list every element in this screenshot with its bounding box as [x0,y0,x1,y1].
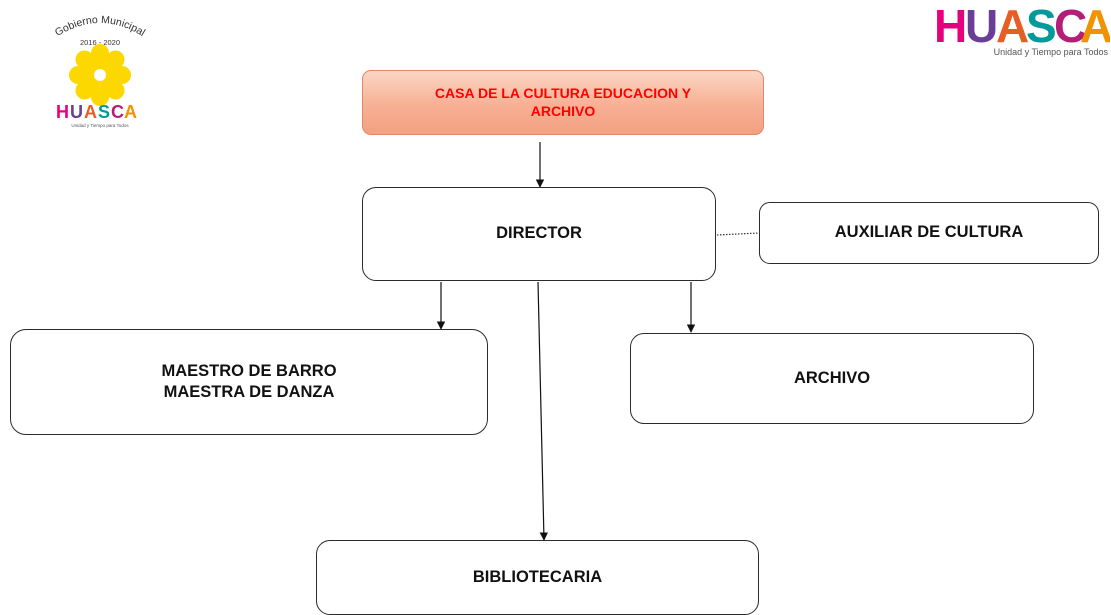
node-director-label: DIRECTOR [496,224,582,243]
node-bibliotecaria: BIBLIOTECARIA [316,540,759,615]
svg-text:H: H [56,102,69,122]
node-archivo: ARCHIVO [630,333,1034,424]
svg-text:A: A [996,0,1029,52]
svg-text:S: S [1026,0,1057,52]
node-maestro-de-barro-label: MAESTRO DE BARRO [161,361,337,380]
connector-director-to-bibliotecaria [537,281,549,541]
seal-slogan: Unidad y Tiempo para Todos [71,123,129,128]
node-auxiliar-de-cultura: AUXILIAR DE CULTURA [759,202,1099,264]
huasca-wordmark-logo: H U A S C A Unidad y Tiempo para Todos [934,0,1110,57]
node-maestros: MAESTRO DE BARRO MAESTRA DE DANZA [10,329,488,435]
svg-text:H: H [934,0,967,52]
svg-text:U: U [965,0,998,52]
huasca-wordmark-small: H U A S C A [56,102,137,122]
org-connectors [436,142,760,541]
svg-text:S: S [98,102,110,122]
wordmark-slogan: Unidad y Tiempo para Todos [994,47,1109,57]
node-director: DIRECTOR [362,187,716,281]
node-casa-de-la-cultura-line2: ARCHIVO [530,102,596,119]
node-auxiliar-label: AUXILIAR DE CULTURA [834,223,1024,242]
svg-text:A: A [124,102,137,122]
svg-text:A: A [1080,0,1110,52]
svg-text:U: U [70,102,83,122]
huasca-municipal-seal-logo: Gobierno Municipal 2016 - 2020 H U A S C… [53,14,147,128]
svg-text:C: C [1054,0,1087,52]
node-bibliotecaria-label: BIBLIOTECARIA [472,567,603,586]
connector-director-to-auxiliar [716,232,760,236]
node-casa-de-la-cultura: CASA DE LA CULTURA EDUCACION Y ARCHIVO [362,70,764,135]
svg-text:A: A [84,102,97,122]
sun-icon [69,44,131,106]
seal-years-text: 2016 - 2020 [80,38,120,47]
node-archivo-label: ARCHIVO [793,368,871,387]
node-maestra-de-danza-label: MAESTRA DE DANZA [163,383,335,401]
svg-text:C: C [111,102,124,122]
node-casa-de-la-cultura-line1: CASA DE LA CULTURA EDUCACION Y [434,84,692,101]
huasca-wordmark-large: H U A S C A [934,0,1110,52]
